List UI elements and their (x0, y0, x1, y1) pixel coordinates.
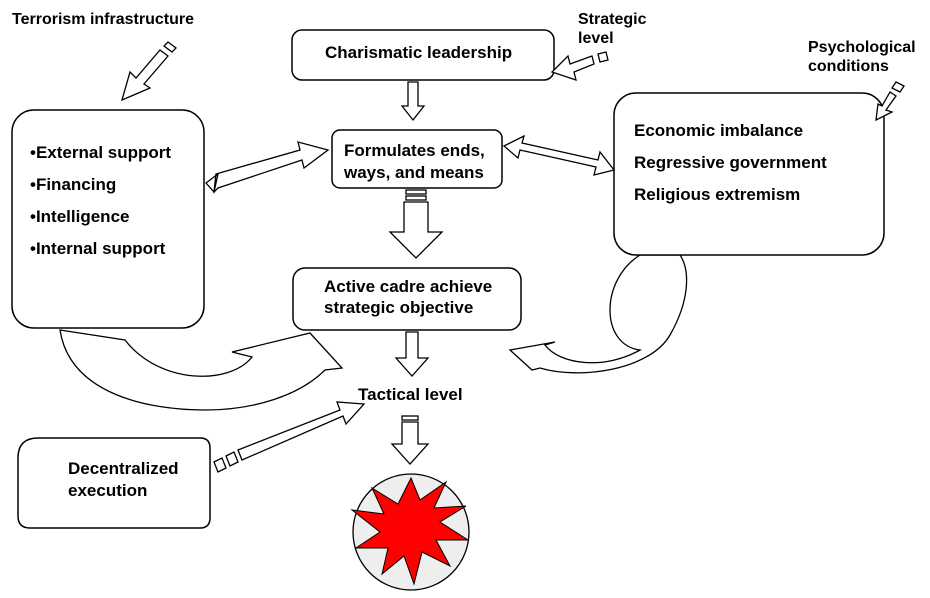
condition-item: Religious extremism (634, 185, 800, 204)
infrastructure-list: •External support •Financing •Intelligen… (30, 143, 171, 258)
formulates-text-line1: Formulates ends, (344, 141, 485, 160)
arrow-formulates-to-cadre (388, 189, 444, 259)
arrow-infrastructure-formulates (205, 141, 330, 194)
terrorism-infrastructure-label: Terrorism infrastructure (12, 11, 194, 28)
arrow-tactical-to-explosion (390, 415, 430, 465)
arrow-strategic-label (550, 51, 609, 81)
strategic-level-label-line1: Strategic (578, 11, 647, 28)
active-cadre-text-line1: Active cadre achieve (324, 277, 492, 296)
conditions-list: Economic imbalance Regressive government… (634, 121, 827, 204)
charismatic-leadership-text: Charismatic leadership (325, 43, 512, 62)
arrow-psychological-label (875, 81, 905, 122)
formulates-text-line2: ways, and means (343, 163, 484, 182)
infrastructure-item: •Financing (30, 175, 116, 194)
arrow-infrastructure-label (120, 41, 177, 102)
condition-item: Economic imbalance (634, 121, 803, 140)
decentralized-text-line1: Decentralized (68, 459, 179, 478)
condition-item: Regressive government (634, 153, 827, 172)
conditions-box (613, 92, 885, 256)
charismatic-leadership-box (291, 29, 555, 81)
strategic-level-label-line2: level (578, 30, 614, 47)
arrow-decentralized-to-tactical (213, 401, 366, 473)
right-curved-arrow (508, 254, 688, 374)
left-curved-arrow (59, 329, 344, 411)
decentralized-text-line2: execution (68, 481, 147, 500)
psychological-label-line2: conditions (808, 58, 889, 75)
explosion-icon (350, 473, 470, 591)
active-cadre-text-line2: strategic objective (324, 298, 473, 317)
arrow-leadership-to-formulates (400, 81, 426, 122)
formulates-box (331, 129, 503, 189)
active-cadre-box (292, 267, 522, 331)
psychological-label-line1: Psychological (808, 39, 916, 56)
decentralized-execution-box (17, 437, 211, 529)
arrow-cadre-to-tactical (394, 331, 430, 377)
infrastructure-item: •Internal support (30, 239, 166, 258)
infrastructure-box (11, 109, 205, 329)
tactical-level-label: Tactical level (358, 385, 463, 404)
infrastructure-item: •External support (30, 143, 171, 162)
infrastructure-item: •Intelligence (30, 207, 129, 226)
arrow-conditions-formulates (502, 134, 616, 176)
